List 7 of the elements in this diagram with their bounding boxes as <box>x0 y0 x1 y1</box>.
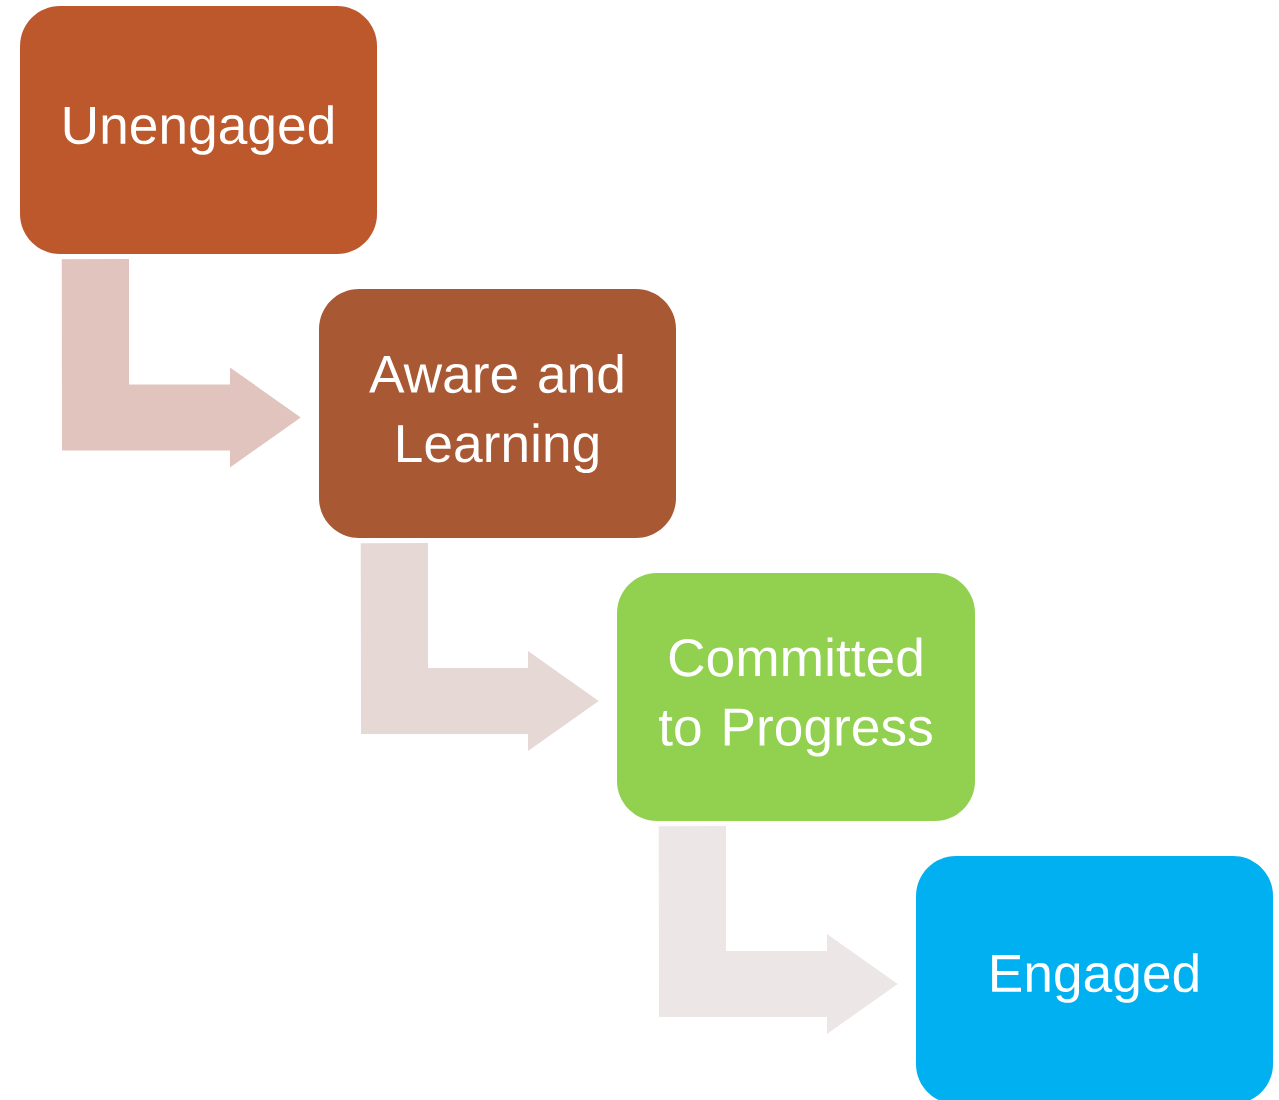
stage-box: Aware and Learning <box>319 289 676 538</box>
stage-box: Unengaged <box>20 6 377 254</box>
bent-arrow <box>61 259 301 468</box>
stage-box: Engaged <box>916 856 1273 1100</box>
bent-arrow <box>658 826 898 1034</box>
stage-box: Committed to Progress <box>617 573 975 821</box>
bent-arrow <box>360 543 599 751</box>
